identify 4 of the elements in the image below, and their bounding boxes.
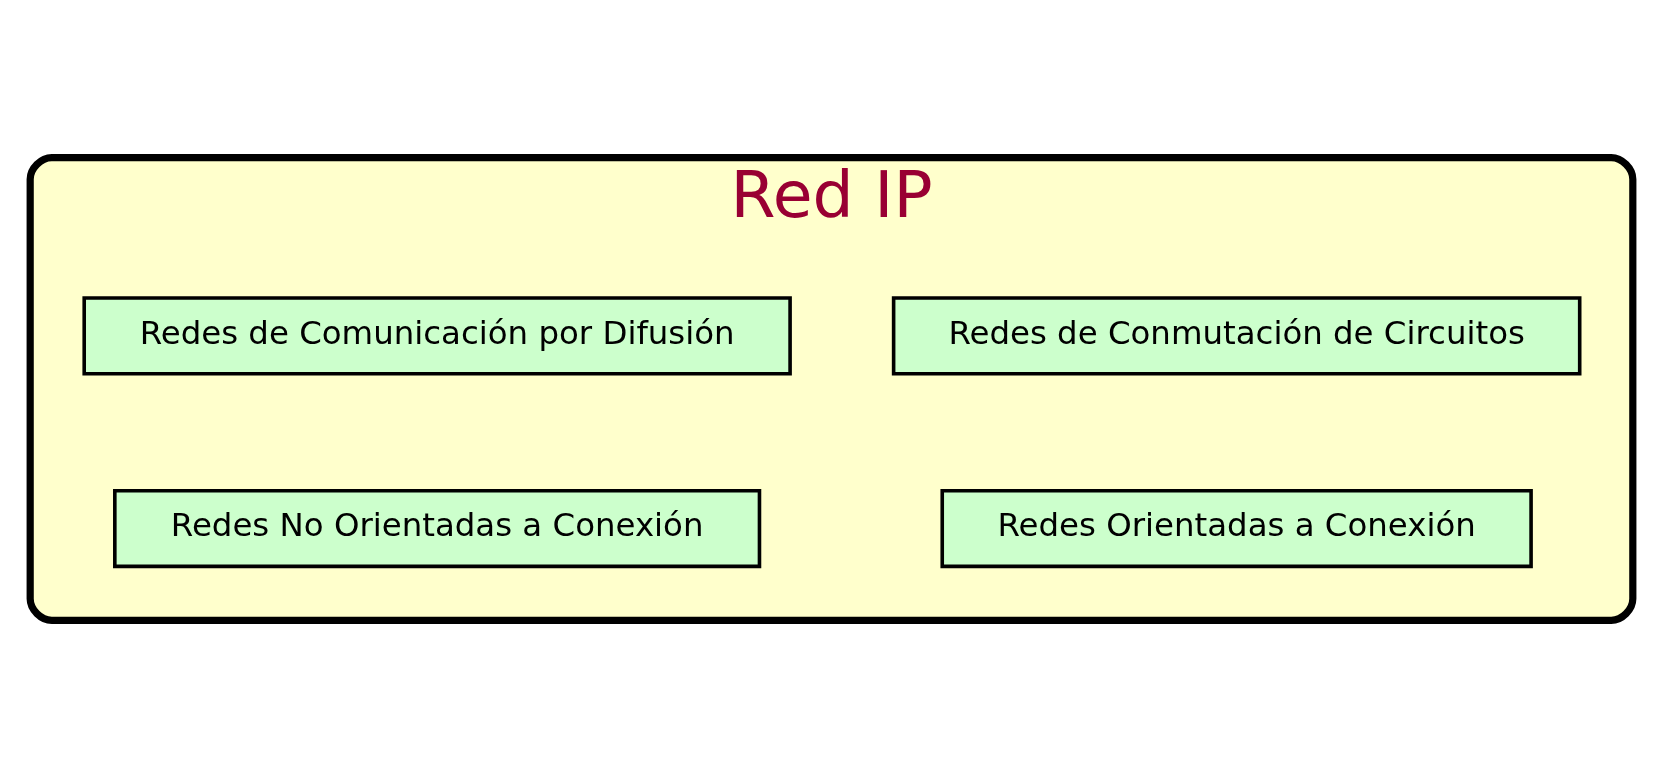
- node-box: Redes de Conmutación de Circuitos: [891, 296, 1582, 376]
- node-box: Redes de Comunicación por Difusión: [82, 296, 792, 376]
- node-box: Redes No Orientadas a Conexión: [113, 488, 762, 569]
- node-box: Redes Orientadas a Conexión: [940, 488, 1533, 569]
